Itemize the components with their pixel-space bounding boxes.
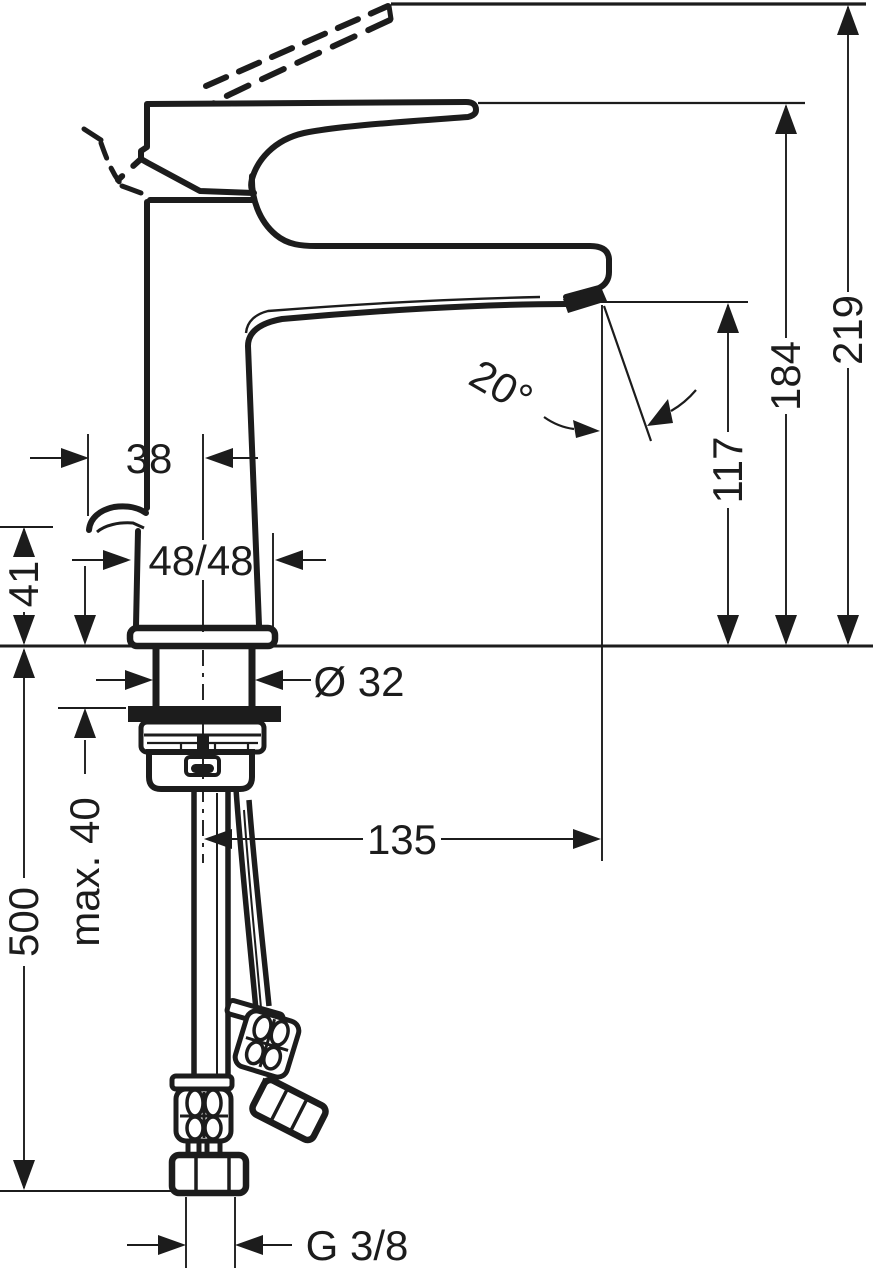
- spout-top-edge: [248, 173, 612, 300]
- dimension-184: 184: [762, 104, 809, 645]
- dim-label-spout-reach: 135: [367, 816, 437, 863]
- hose1-hex-nut: [168, 1151, 250, 1197]
- hose2-crimp-centerline: [245, 1018, 289, 1068]
- arrowhead-38-right: [205, 448, 233, 468]
- arrowhead-41-top: [13, 527, 35, 557]
- angle-arc-right: [670, 389, 697, 412]
- angle-arc-left: [543, 416, 575, 431]
- dimension-41: 41: [0, 527, 47, 645]
- hose2-nut-group: [249, 1076, 329, 1144]
- dim-label-body-width: 48/48: [148, 537, 253, 584]
- arrowhead-g38-left: [158, 1235, 186, 1255]
- arrowhead-41-bottom: [13, 615, 35, 645]
- arrowhead-500-top: [13, 648, 35, 678]
- dimension-max-40: max. 40: [61, 566, 108, 947]
- faucet-body-outline: [81, 3, 612, 650]
- spout-underside-edge: [245, 301, 569, 628]
- dim-label-outlet-height: 117: [704, 437, 751, 504]
- dimension-219: 219: [824, 5, 871, 645]
- mounting-hardware: [128, 648, 281, 792]
- mounting-nut-pin: [191, 764, 214, 773]
- aerator-outlet: [563, 287, 607, 313]
- washer-plate: [128, 706, 281, 722]
- dimension-g38: G 3/8: [127, 1222, 408, 1269]
- arrowhead-500-bottom: [13, 1160, 35, 1190]
- arrowhead-117-bottom: [717, 615, 739, 645]
- dim-label-spout-top-height: 184: [762, 341, 809, 411]
- dimension-117: 117: [704, 303, 751, 645]
- angle-annotation: 20°: [462, 305, 697, 442]
- hose2-nut-facets: [270, 1089, 308, 1131]
- arrowhead-184-bottom: [775, 615, 797, 645]
- stream-direction-line: [602, 305, 653, 442]
- handle-hook: [86, 503, 149, 533]
- hose2-right-edge: [246, 799, 272, 1007]
- arrowhead-g38-right: [235, 1235, 263, 1255]
- dimension-38: 38: [30, 435, 258, 482]
- arrowhead-219-top: [837, 5, 859, 35]
- arrowhead-max40-up: [74, 708, 96, 738]
- arrowhead-d32-right: [255, 670, 283, 690]
- arrowhead-d32-left: [125, 670, 153, 690]
- arrowhead-117-top: [717, 303, 739, 333]
- arrowhead-4848-right: [275, 550, 303, 570]
- arrowhead-219-bottom: [837, 615, 859, 645]
- angle-arrow-right: [647, 399, 673, 426]
- dim-label-spout-angle: 20°: [462, 350, 541, 422]
- dim-label-max-deck: max. 40: [61, 797, 108, 946]
- dimension-diameter-32: Ø 32: [96, 658, 405, 705]
- arrowhead-max40-down: [74, 615, 96, 645]
- spout-underside-highlight: [244, 295, 541, 334]
- arrowhead-135-left: [204, 829, 232, 849]
- hose1-hex-facets: [194, 1158, 231, 1190]
- dimension-135: 135: [204, 816, 601, 863]
- dimension-500: 500: [0, 648, 47, 1190]
- dim-label-tap-hole: Ø 32: [313, 658, 404, 705]
- dim-label-hose-length: 500: [0, 887, 47, 957]
- arrowhead-38-left: [61, 448, 89, 468]
- arrowhead-135-right: [573, 829, 601, 849]
- hose2-crimp-group: [232, 1008, 302, 1080]
- angle-arrow-left: [573, 420, 600, 438]
- dim-label-handle-height: 41: [0, 561, 47, 608]
- hose2-end-nut: [249, 1076, 329, 1144]
- hose2-left-edge: [233, 788, 259, 1011]
- arrowhead-4848-left: [103, 550, 131, 570]
- dim-label-total-height: 219: [824, 295, 871, 365]
- lever-handle: [138, 99, 479, 196]
- supply-hoses: [168, 788, 329, 1197]
- body-left-edge-lower: [133, 528, 141, 629]
- dim-label-supply-thread: G 3/8: [306, 1222, 409, 1269]
- arrowhead-184-top: [775, 104, 797, 134]
- hose1-neck: [185, 1141, 223, 1155]
- handle-hook-inner: [96, 521, 145, 534]
- dimension-48-48: 48/48: [72, 537, 326, 584]
- hose1-crimp-centerline: [180, 1092, 228, 1138]
- dim-label-handle-projection: 38: [126, 435, 173, 482]
- hose2-inner-line: [243, 809, 262, 1009]
